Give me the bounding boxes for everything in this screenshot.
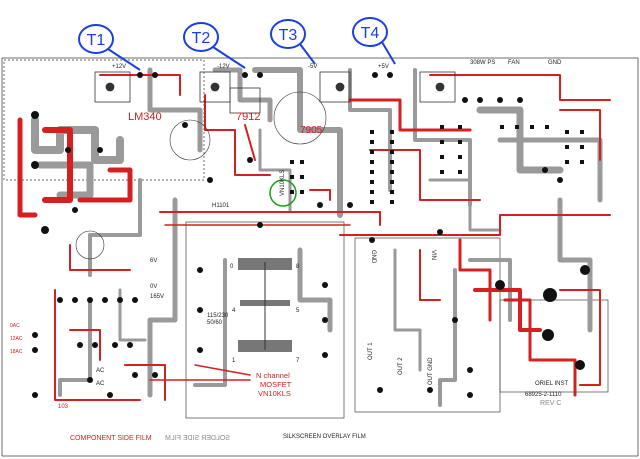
film-footer: COMPONENT SIDE FILM SOLDER SIDE FILM SIL… xyxy=(70,434,366,442)
callout-t2 xyxy=(183,22,219,52)
left-label-18ac: 18AC xyxy=(10,349,23,355)
vin-label: VIN xyxy=(430,250,436,260)
callout-t1 xyxy=(78,24,114,54)
silkscreen-labels: +12V -12V -5V +5V 308W PS FAN GND H1101 … xyxy=(10,60,568,410)
callout-label-t2: T2 xyxy=(192,30,211,47)
vn10kls-small-label: VN10KLS xyxy=(280,170,286,196)
board-outlines xyxy=(1,57,639,457)
mosfet-note-line: MOSFET xyxy=(260,380,292,389)
gnd-mid-label: GND xyxy=(370,250,376,264)
callout-label-t4: T4 xyxy=(361,25,380,42)
component-side-traces xyxy=(17,74,611,401)
7912-label: 7912 xyxy=(236,111,260,123)
transformer-5: 5 xyxy=(296,308,300,314)
highlight-circle xyxy=(269,179,297,207)
regulator-footprints xyxy=(75,71,456,260)
solder-side-traces xyxy=(31,67,603,407)
rail-label: -5V xyxy=(308,64,317,70)
left-label-165v: 165V xyxy=(150,294,164,300)
output-label: OUT 2 xyxy=(398,357,404,375)
maker-part: 68925-2-1110 xyxy=(525,392,562,398)
transformer-4: 4 xyxy=(232,308,236,314)
ps-label: 308W PS xyxy=(470,60,495,66)
mosfet-note: N channel MOSFET VN10KLS xyxy=(256,371,292,398)
ic-pin-rows xyxy=(290,125,584,204)
callout-labels: T1 T2 T3 T4 xyxy=(87,25,380,49)
h1101-label: H1101 xyxy=(212,203,230,209)
transformer-voltage: 115/230 xyxy=(207,313,229,319)
transformer-7: 7 xyxy=(296,358,300,364)
maker-name: ORIEL INST xyxy=(535,381,568,387)
regulator-labels: LM340 7912 7905 xyxy=(128,111,323,136)
transformer-footprint xyxy=(238,258,292,352)
transformer-freq: 50/60 xyxy=(207,320,223,326)
left-label-0v: 0V xyxy=(150,284,157,290)
rail-label: +5V xyxy=(378,64,389,70)
mosfet-note-line: N channel xyxy=(256,371,290,380)
callouts xyxy=(78,17,396,71)
left-label-0ac: 0AC xyxy=(10,323,20,329)
left-label-ac2: AC xyxy=(96,381,105,387)
left-label-103: 103 xyxy=(58,404,69,410)
transformer-0: 0 xyxy=(230,264,234,270)
lm340-label: LM340 xyxy=(128,111,162,123)
transformer-1: 1 xyxy=(232,358,236,364)
component-film-label: COMPONENT SIDE FILM xyxy=(70,435,152,442)
silkscreen-film-label: SILKSCREEN OVERLAY FILM xyxy=(283,434,366,440)
left-label-ac1: AC xyxy=(96,368,105,374)
solder-film-label: SOLDER SIDE FILM xyxy=(165,435,230,442)
7905-label: 7905 xyxy=(300,125,323,136)
rail-label: +12V xyxy=(112,64,126,70)
callout-label-t1: T1 xyxy=(87,32,106,49)
callout-t3 xyxy=(270,19,306,49)
transformer-8: 8 xyxy=(296,264,300,270)
maker-rev: REV C xyxy=(540,400,561,407)
output-label: OUT 1 xyxy=(368,342,374,360)
pads xyxy=(31,72,590,398)
callout-label-t3: T3 xyxy=(279,27,298,44)
gnd-label: GND xyxy=(548,60,562,66)
mosfet-note-line: VN10KLS xyxy=(258,389,291,398)
left-label-12ac: 12AC xyxy=(10,336,23,342)
output-label: OUT GND xyxy=(428,357,434,385)
callout-t4 xyxy=(352,17,388,47)
rail-label: -12V xyxy=(217,64,230,70)
fan-label: FAN xyxy=(508,60,520,66)
left-label-6v: 6V xyxy=(150,258,157,264)
